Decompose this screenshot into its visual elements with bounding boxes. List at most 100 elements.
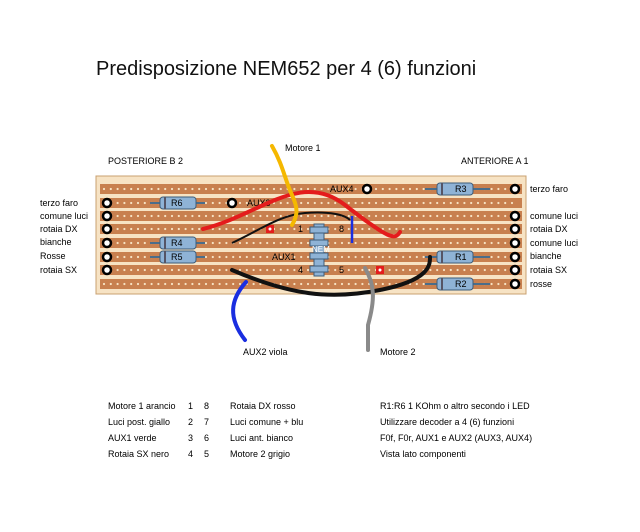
board-hole [395,201,398,205]
board-hole [157,214,160,218]
board-hole [402,187,405,191]
board-hole [429,227,432,231]
board-hole [368,227,371,231]
terminal-pad [509,183,521,195]
board-hole [354,241,357,245]
copper-strip [100,279,522,289]
board-hole [381,241,384,245]
board-hole [116,241,119,245]
board-hole [490,255,493,259]
board-hole [408,255,412,259]
board-hole [368,201,371,205]
board-hole [402,255,405,259]
board-hole [347,282,350,286]
yellow-wire [270,144,299,227]
board-hole [123,214,126,218]
board-hole [177,268,180,272]
board-hole [218,214,221,218]
board-hole [279,282,282,286]
board-hole [293,187,296,191]
board-hole [415,187,418,191]
board-hole [395,268,398,272]
black-wire-top [231,211,351,244]
resistor-label: R2 [455,279,467,289]
board-hole [300,201,303,205]
board-hole [136,201,140,205]
board-hole [490,214,493,218]
board-hole [340,268,344,272]
board-hole [388,187,391,191]
board-hole [306,187,310,191]
board-hole [354,227,357,231]
board-hole [279,268,282,272]
board-hole [164,187,167,191]
board-hole [408,214,412,218]
board-hole [422,227,425,231]
board-hole [116,201,119,205]
board-hole [476,214,480,218]
terminal-pad [509,264,521,276]
board-hole [340,227,344,231]
board-hole [402,241,405,245]
board-hole [211,201,214,205]
board-hole [510,201,514,205]
board-hole [374,282,378,286]
board-hole [130,241,133,245]
board-hole [402,227,405,231]
board-hole [395,241,398,245]
board-hole [497,187,500,191]
board-hole [354,268,357,272]
board-hole [340,255,344,259]
board-hole [191,187,194,191]
board-hole [266,268,269,272]
board-hole [136,282,140,286]
left-label: Rosse [40,251,66,261]
board-hole [157,282,160,286]
board-hole [286,241,289,245]
board-hole [116,227,119,231]
left-labels: terzo faro comune luci rotaia DX bianche… [40,198,88,275]
board-hole [497,268,500,272]
board-hole [361,241,364,245]
board-hole [436,241,439,245]
board-hole [143,187,146,191]
board-hole [123,241,126,245]
resistor-r1: R1 [425,250,490,264]
board-hole [252,268,255,272]
board-hole [211,282,214,286]
board-hole [252,282,255,286]
board-hole [354,201,357,205]
board-hole [279,214,282,218]
board-hole [170,282,174,286]
board-hole [470,241,473,245]
board-hole [218,187,221,191]
board-hole [150,214,153,218]
board-hole [225,187,228,191]
board-hole [157,268,160,272]
board-hole [483,268,486,272]
board-hole [102,187,106,191]
board-hole [490,282,493,286]
board-hole [293,282,296,286]
page-title: Predisposizione NEM652 per 4 (6) funzion… [96,58,477,80]
board-hole [245,255,248,259]
board-hole [334,227,337,231]
board-hole [497,227,500,231]
board-hole [504,255,507,259]
board-hole [490,201,493,205]
board-hole [476,241,480,245]
board-hole [334,255,337,259]
board-hole [211,214,214,218]
board-hole [334,214,337,218]
board-hole [347,201,350,205]
board-hole [306,201,310,205]
board-hole [116,268,119,272]
board-hole [504,241,507,245]
board-hole [286,227,289,231]
socket-pin-label: 1 [298,224,303,234]
board-hole [279,227,282,231]
board-hole [259,201,262,205]
board-hole [470,268,473,272]
board-hole [306,241,310,245]
board-hole [408,187,412,191]
